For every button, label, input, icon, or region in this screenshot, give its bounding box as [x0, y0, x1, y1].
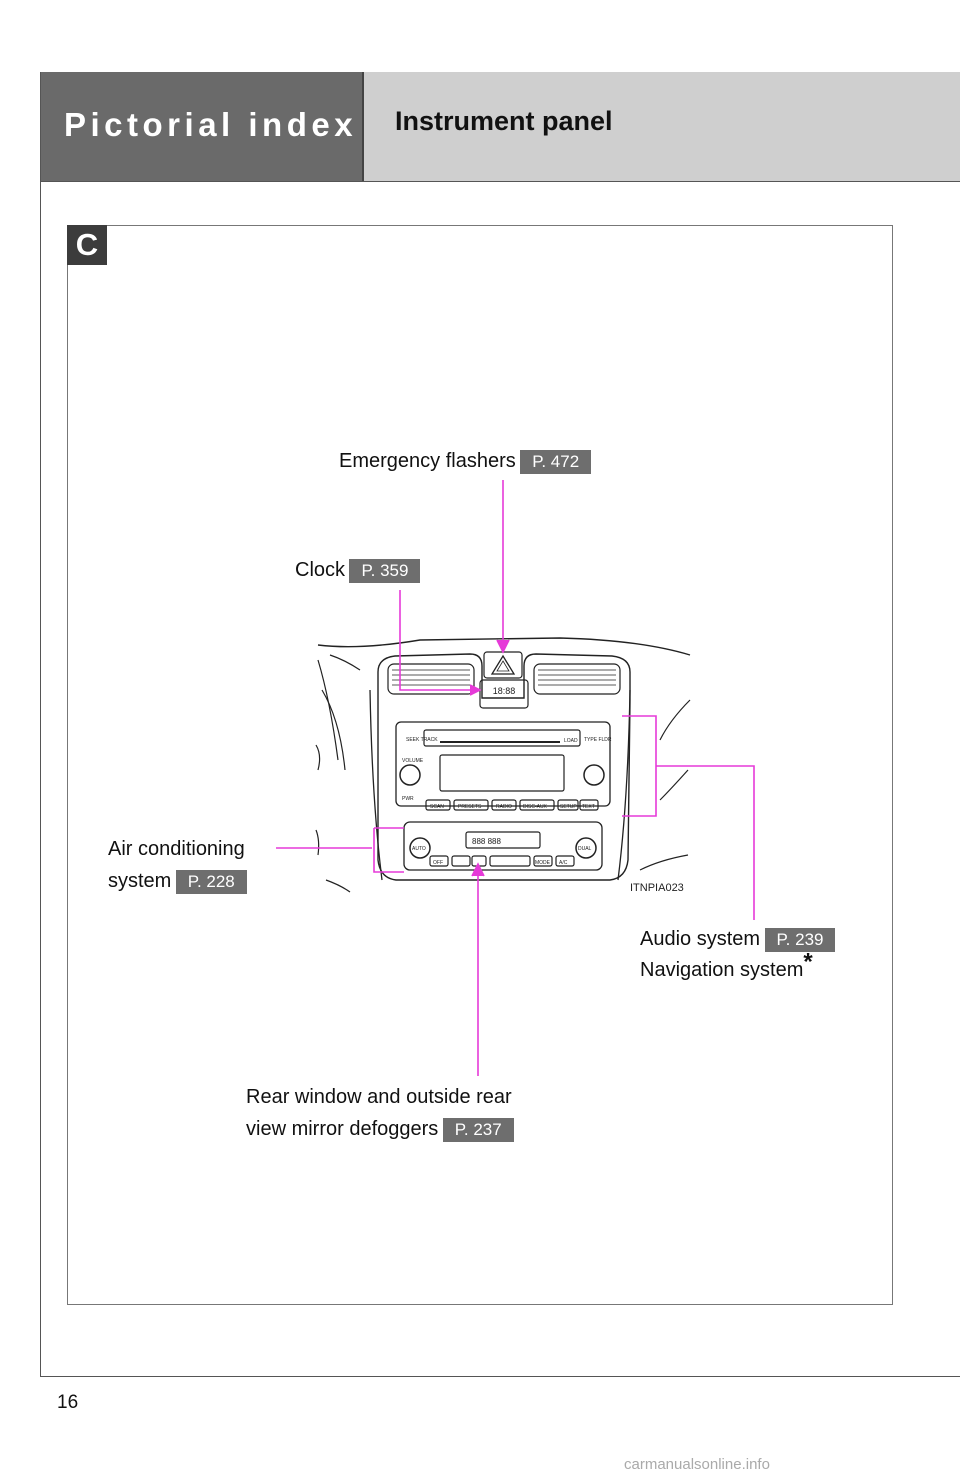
type-fldr-label: TYPE FLDR — [584, 737, 612, 743]
defoggers-ref[interactable]: P. 237 — [442, 1118, 514, 1142]
air-conditioning-label-line2: system — [108, 870, 172, 892]
text-label: TEXT — [582, 804, 595, 810]
air-conditioning-ref[interactable]: P. 228 — [175, 870, 247, 894]
clock-callout: Clock P. 359 — [295, 558, 421, 583]
auto-label: AUTO — [412, 846, 426, 852]
ac-label: A/C — [559, 860, 568, 866]
asterisk-note-icon: * — [803, 948, 813, 976]
setup-label: SETUP — [560, 804, 577, 810]
section-title: Pictorial index — [64, 106, 358, 143]
header-title-bar — [363, 72, 960, 182]
scan-label: SCAN — [430, 804, 444, 810]
dual-label: DUAL — [578, 846, 592, 852]
header-divider — [362, 72, 364, 182]
air-conditioning-callout: Air conditioning system P. 228 — [108, 837, 247, 894]
clock-ref[interactable]: P. 359 — [349, 559, 421, 583]
watermark: carmanualsonline.info — [624, 1456, 770, 1473]
power-label: PWR — [402, 796, 414, 802]
emergency-flashers-label: Emergency flashers — [339, 450, 516, 472]
defoggers-label-line1: Rear window and outside rear — [246, 1086, 512, 1108]
defoggers-callout: Rear window and outside rear view mirror… — [246, 1085, 514, 1142]
climate-display-text: 888 888 — [472, 837, 501, 846]
volume-label: VOLUME — [402, 758, 424, 764]
audio-system-ref[interactable]: P. 239 — [764, 928, 836, 952]
section-badge: C — [67, 225, 107, 265]
header-rule — [41, 181, 960, 182]
dashboard-illustration — [315, 637, 691, 893]
seek-track-label: SEEK TRACK — [406, 737, 438, 743]
figure-code: ITNPIA023 — [630, 882, 684, 894]
radio-label: RADIO — [496, 804, 512, 810]
mode-label: MODE — [535, 860, 551, 866]
clock-display-text: 18:88 — [493, 686, 516, 696]
header-section-tab — [41, 72, 363, 182]
page-heading: Instrument panel — [395, 106, 613, 136]
page-frame — [40, 72, 960, 1377]
defoggers-label-line2: view mirror defoggers — [246, 1118, 439, 1140]
air-conditioning-label-line1: Air conditioning — [108, 838, 245, 860]
emergency-flashers-ref[interactable]: P. 472 — [520, 450, 592, 474]
navigation-system-label: Navigation system — [640, 959, 804, 981]
audio-system-callout: Audio system P. 239 Navigation system* — [640, 927, 836, 982]
page-number: 16 — [57, 1392, 79, 1413]
off-label: OFF — [433, 860, 443, 866]
audio-system-label: Audio system — [640, 928, 761, 950]
emergency-flashers-callout: Emergency flashers P. 472 — [339, 449, 592, 474]
leader-lines — [276, 480, 755, 1076]
figure-box — [67, 225, 893, 1305]
load-label: LOAD — [564, 738, 578, 744]
presets-label: PRESETS — [458, 804, 482, 810]
disc-aux-label: DISC-AUX — [523, 804, 548, 810]
panel-text: 18:88 SEEK TRACK TYPE FLDR LOAD VOLUME P… — [402, 686, 684, 894]
clock-label: Clock — [295, 559, 346, 581]
